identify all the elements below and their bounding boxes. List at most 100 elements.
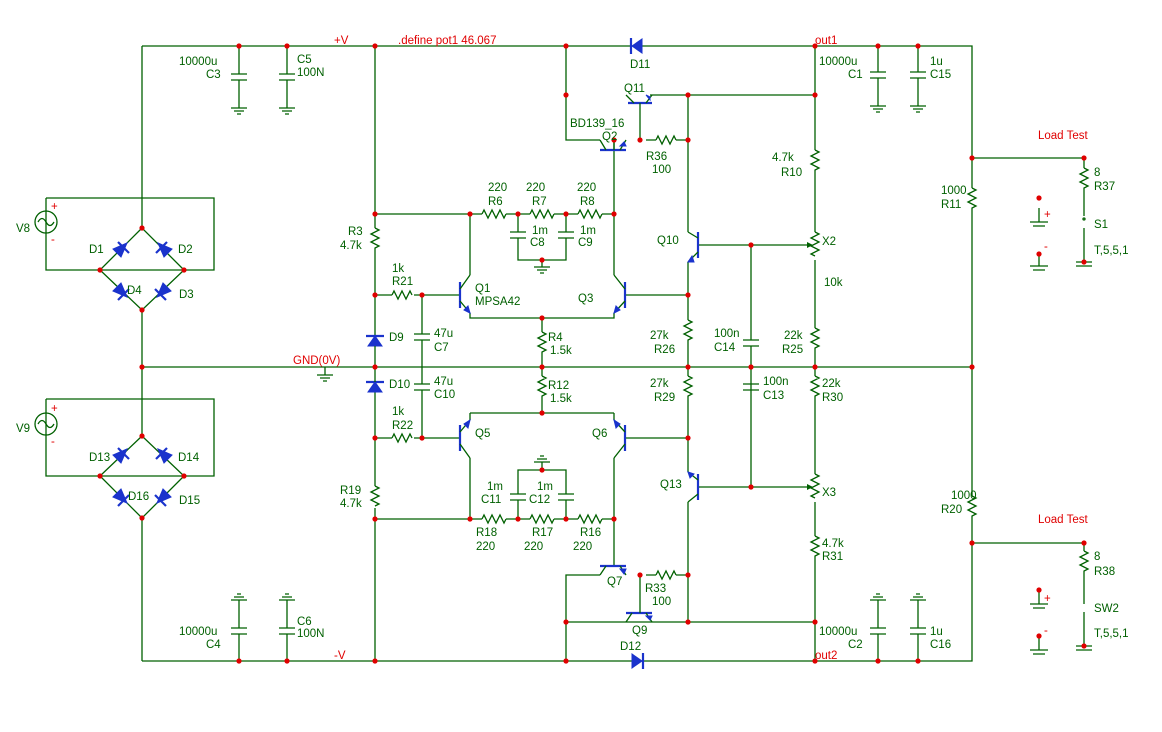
cap-name-c3: C3 [206,69,221,81]
transistor-q3 [613,274,627,314]
cap-name-c2: C2 [848,639,863,651]
transistor-label-q3: Q3 [578,293,593,305]
resistor-r38 [1078,550,1090,575]
diode-d12 [631,653,645,669]
net-label-gnd: GND(0V) [293,355,340,367]
diode-label-d3: D3 [179,289,194,301]
diode-label-d10: D10 [389,379,410,391]
diode-d13 [112,447,130,464]
cap-name-c16: C16 [930,639,951,651]
cap-name-c15: C15 [930,69,951,81]
resistor-r22 [391,432,413,444]
cap-name-c11: C11 [481,494,501,506]
capacitor-c11 [510,490,526,501]
cap-name-c10: C10 [434,389,455,401]
diode-d14 [155,447,173,464]
load2-minus-marker: - [1044,625,1048,637]
cap-value-c8: 1m [532,225,548,237]
res-name-r25: R25 [782,344,803,356]
cap-value-c9: 1m [580,225,596,237]
res-name-r12: R12 [548,380,569,392]
cap-value-c6: 100N [297,628,325,640]
resistor-r19 [369,485,381,507]
transistor-label-q9: Q9 [632,625,647,637]
resistor-r21 [391,289,413,301]
res-value-r17: 220 [524,541,543,553]
cap-name-c7: C7 [434,342,449,354]
cap-value-c10: 47u [434,376,453,388]
transistor-label-q1: Q1 [475,283,490,295]
transistor-label-q13: Q13 [660,479,682,491]
potentiometer-x3 [807,473,821,499]
res-name-r18: R18 [476,527,497,539]
cap-name-c4: C4 [206,639,221,651]
resistor-r7 [529,208,555,220]
cap-value-c11: 1m [487,481,503,493]
resistor-r11 [966,187,978,212]
res-name-r3: R3 [348,226,363,238]
transistor-q10 [687,231,700,263]
cap-name-c1: C1 [848,69,863,81]
diode-d9 [366,334,384,367]
load1-plus-marker: + [1044,209,1051,221]
diode-label-d1: D1 [89,244,104,256]
cap-value-c15: 1u [930,56,943,68]
res-name-r21: R21 [392,276,413,288]
diode-d15 [154,488,172,507]
diode-label-d9: D9 [389,332,404,344]
res-name-r4: R4 [548,332,563,344]
capacitor-c6 [279,627,295,635]
resistor-r10 [809,149,821,176]
res-name-r11: R11 [941,199,961,211]
resistor-r25 [809,327,821,352]
res-name-r22: R22 [392,420,413,432]
capacitor-c14 [743,339,759,347]
diode-d11 [629,38,643,54]
cap-name-c13: C13 [763,390,784,402]
res-value-r16: 220 [573,541,592,553]
res-name-r16: R16 [580,527,601,539]
resistor-r3 [369,227,381,252]
pot-value-x2: 10k [824,277,843,289]
res-name-r29: R29 [654,392,675,404]
res-name-r20: R20 [941,504,962,516]
v8-minus-marker: - [51,234,55,246]
transistor-label-q10: Q10 [657,235,679,247]
switch-label-sw2: SW2 [1094,603,1119,615]
res-name-r8: R8 [580,196,595,208]
net-label-out2: out2 [815,650,837,662]
resistor-r8 [577,208,603,220]
diode-d3 [154,282,172,301]
diode-d10 [366,367,384,393]
resistor-r12 [536,375,548,400]
resistor-r31 [809,535,821,560]
res-value-r3: 4.7k [340,240,362,252]
diode-label-d12: D12 [620,641,641,653]
cap-value-c16: 1u [930,626,943,638]
v8-plus-marker: + [51,201,58,213]
res-name-r10: R10 [781,167,802,179]
capacitor-c4 [231,627,247,635]
cap-name-c14: C14 [714,342,736,354]
res-name-r26: R26 [654,344,675,356]
res-name-r7: R7 [532,196,547,208]
diode-d2 [155,241,173,258]
cap-name-c5: C5 [297,54,312,66]
transistor-label-q6: Q6 [592,428,607,440]
v9-plus-marker: + [51,403,58,415]
load-test-label-lower: Load Test [1038,514,1088,526]
resistor-r33 [655,569,677,581]
transistor-part-q1: MPSA42 [475,296,520,308]
diode-label-d15: D15 [179,495,200,507]
switch-s1 [1082,208,1086,234]
transistor-q6 [613,418,627,459]
junction-dots [97,43,1087,664]
res-name-r17: R17 [532,527,553,539]
res-value-r12: 1.5k [550,393,572,405]
res-value-r33: 100 [652,596,671,608]
res-value-r22: 1k [392,406,404,418]
cap-value-c5: 100N [297,67,325,79]
cap-value-c2: 10000u [819,626,857,638]
transistor-q11 [625,94,653,140]
resistor-r18 [481,513,507,525]
